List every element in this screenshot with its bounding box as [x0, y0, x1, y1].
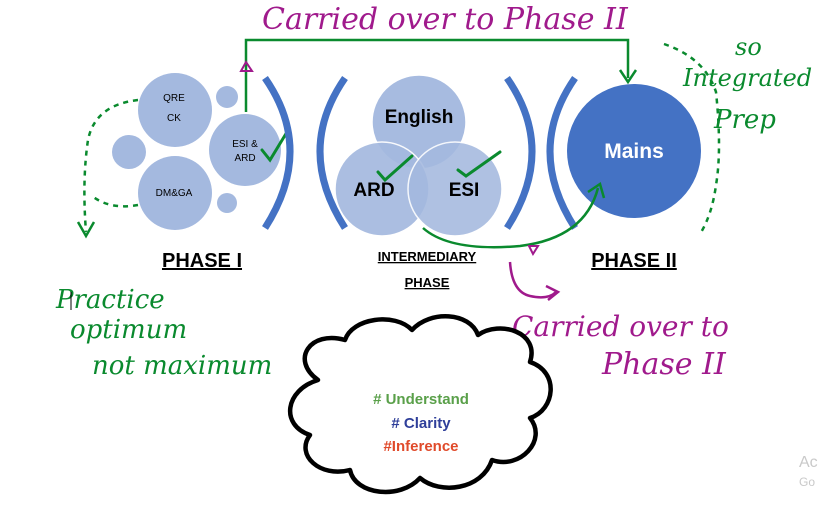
watermark-line-2: Go: [799, 474, 816, 489]
venn-to-mains-arrow: [422, 187, 600, 249]
small-bubble-top: [216, 86, 238, 108]
left-note-3: not maximum: [92, 351, 272, 381]
phase1-cluster: QRE CK ESI & ARD DM&GA: [112, 73, 289, 230]
magenta-hook: [508, 261, 557, 299]
venn-ard-label: ARD: [353, 180, 394, 201]
mains-label: Mains: [604, 140, 664, 163]
cloud-understand: # Understand: [373, 391, 469, 408]
activation-watermark: Ac Go: [799, 452, 825, 490]
dmga-bubble: [138, 156, 212, 230]
phase-arcs: [262, 76, 578, 230]
top-carry-arrow: [244, 38, 630, 112]
left-note-1: Practice: [55, 285, 165, 315]
check-venn-ard: [376, 154, 414, 183]
dmga-label: DM&GA: [156, 188, 193, 199]
arc-right-2: [546, 76, 578, 230]
top-note: Carried over to Phase II: [262, 2, 629, 37]
check-esi-ard: [260, 130, 289, 163]
qre-ck-bubble: [138, 73, 212, 147]
right-note-3: Prep: [713, 105, 776, 135]
left-dashed-branch: [91, 194, 139, 208]
left-dashed-arrow: [83, 98, 139, 233]
venn-to-mains-arrowhead: [587, 182, 606, 199]
esi-ard-bubble: [209, 114, 281, 186]
magenta-triangle-marker: [239, 60, 254, 72]
venn-esi-label: ESI: [449, 180, 480, 201]
phase2-label: PHASE II: [591, 250, 677, 272]
top-carry-arrowhead: [618, 69, 638, 85]
ck-label: CK: [167, 113, 181, 124]
small-bubble-left: [112, 135, 146, 169]
arc-left-2: [316, 76, 348, 230]
bottom-note-1: Carried over to: [512, 310, 729, 343]
arc-left-1: [262, 76, 294, 230]
intermediary-label-1: INTERMEDIARY: [378, 249, 477, 264]
right-note-2: Integrated: [682, 64, 812, 92]
venn-english-label: English: [385, 107, 454, 128]
cloud: # Understand # Clarity #Inference: [287, 314, 553, 495]
magenta-marker-small: [527, 245, 540, 257]
right-note-1: so: [735, 33, 762, 61]
bottom-note-2: Phase II: [601, 347, 727, 382]
small-bubble-bottom: [217, 193, 237, 213]
arc-right-1: [504, 76, 536, 230]
cloud-clarity: # Clarity: [391, 415, 451, 432]
qre-label: QRE: [163, 93, 185, 104]
esi-ard-label-1: ESI &: [232, 139, 258, 150]
left-note-2: optimum: [70, 315, 187, 345]
esi-ard-label-2: ARD: [234, 153, 255, 164]
phase1-label: PHASE I: [162, 250, 242, 272]
check-venn-esi: [456, 150, 502, 178]
watermark-line-1: Ac: [799, 454, 818, 471]
cloud-outline: [287, 314, 553, 495]
intermediary-venn: English ARD ESI: [334, 74, 503, 237]
intermediary-label-2: PHASE: [405, 275, 450, 290]
magenta-hook-head: [545, 284, 561, 301]
cloud-inference: #Inference: [383, 438, 458, 455]
right-dashed-line: [663, 42, 721, 235]
left-dashed-arrowhead: [76, 221, 96, 239]
